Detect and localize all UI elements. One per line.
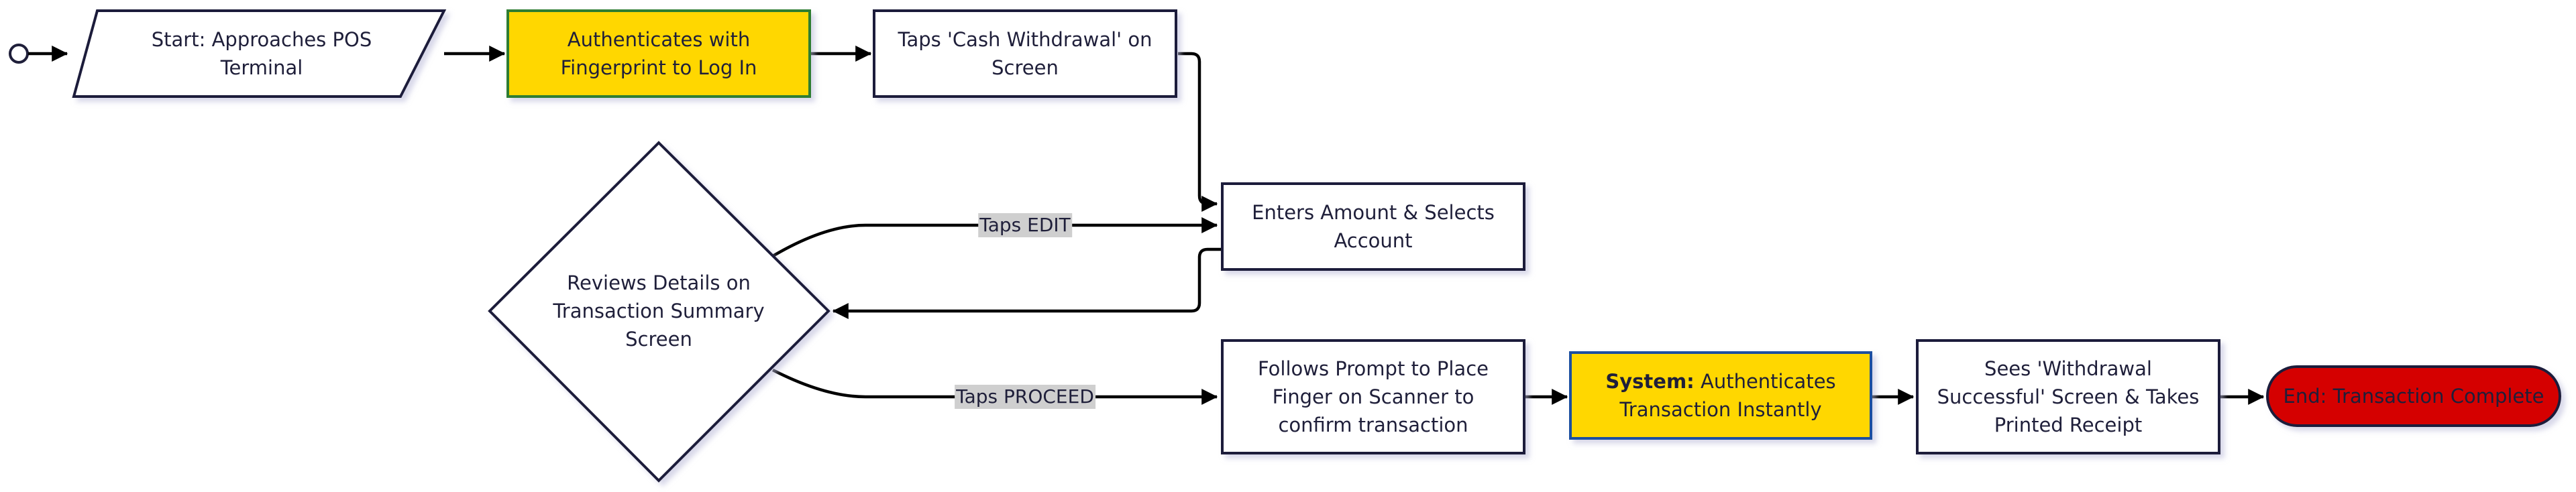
start-node[interactable]: Start: Approaches POS Terminal xyxy=(121,11,402,97)
edge-label-taps-proceed: Taps PROCEED xyxy=(955,385,1095,409)
auth-fingerprint-label: Authenticates with Fingerprint to Log In xyxy=(560,28,757,79)
system-auth-label: System: Authenticates Transaction Instan… xyxy=(1591,367,1850,424)
taps-cash-label: Taps 'Cash Withdrawal' on Screen xyxy=(898,28,1152,79)
auth-fingerprint-shape xyxy=(506,9,811,98)
edge-label-taps-edit: Taps EDIT xyxy=(978,213,1072,237)
start-circle xyxy=(9,44,29,64)
edge-taps-to-enter xyxy=(1178,52,1218,212)
start-node-label: Start: Approaches POS Terminal xyxy=(151,28,372,79)
sees-success-node[interactable]: Sees 'Withdrawal Successful' Screen & Ta… xyxy=(1933,341,2203,453)
follow-prompt-node[interactable]: Follows Prompt to Place Finger on Scanne… xyxy=(1249,341,1497,453)
review-label: Reviews Details on Transaction Summary S… xyxy=(553,271,765,351)
taps-cash-node[interactable]: Taps 'Cash Withdrawal' on Screen xyxy=(892,11,1158,97)
review-node[interactable]: Reviews Details on Transaction Summary S… xyxy=(550,255,767,367)
enter-amount-label: Enters Amount & Selects Account xyxy=(1252,201,1495,252)
taps-cash-shape xyxy=(873,9,1177,98)
system-auth-node[interactable]: System: Authenticates Transaction Instan… xyxy=(1591,353,1850,438)
start-node-shape xyxy=(72,9,447,98)
end-node[interactable]: End: Transaction Complete xyxy=(2267,367,2560,426)
system-auth-prefix: System: xyxy=(1605,370,1695,393)
sees-success-shape xyxy=(1916,339,2220,454)
system-auth-text: Authenticates Transaction Instantly xyxy=(1619,370,1836,421)
system-auth-shape xyxy=(1569,351,1872,440)
enter-amount-shape xyxy=(1221,182,1525,271)
review-diamond-shape xyxy=(488,141,830,483)
auth-fingerprint-node[interactable]: Authenticates with Fingerprint to Log In xyxy=(537,11,781,97)
sees-success-label: Sees 'Withdrawal Successful' Screen & Ta… xyxy=(1937,357,2200,436)
follow-prompt-label: Follows Prompt to Place Finger on Scanne… xyxy=(1258,357,1489,436)
end-node-label: End: Transaction Complete xyxy=(2283,385,2544,408)
follow-prompt-shape xyxy=(1221,339,1525,454)
edge-review-to-prompt-proceed xyxy=(771,368,1218,405)
edge-review-to-enter-edit xyxy=(771,217,1218,257)
end-node-shape xyxy=(2266,365,2561,427)
enter-amount-node[interactable]: Enters Amount & Selects Account xyxy=(1241,184,1505,269)
edge-enter-to-review xyxy=(832,247,1222,319)
